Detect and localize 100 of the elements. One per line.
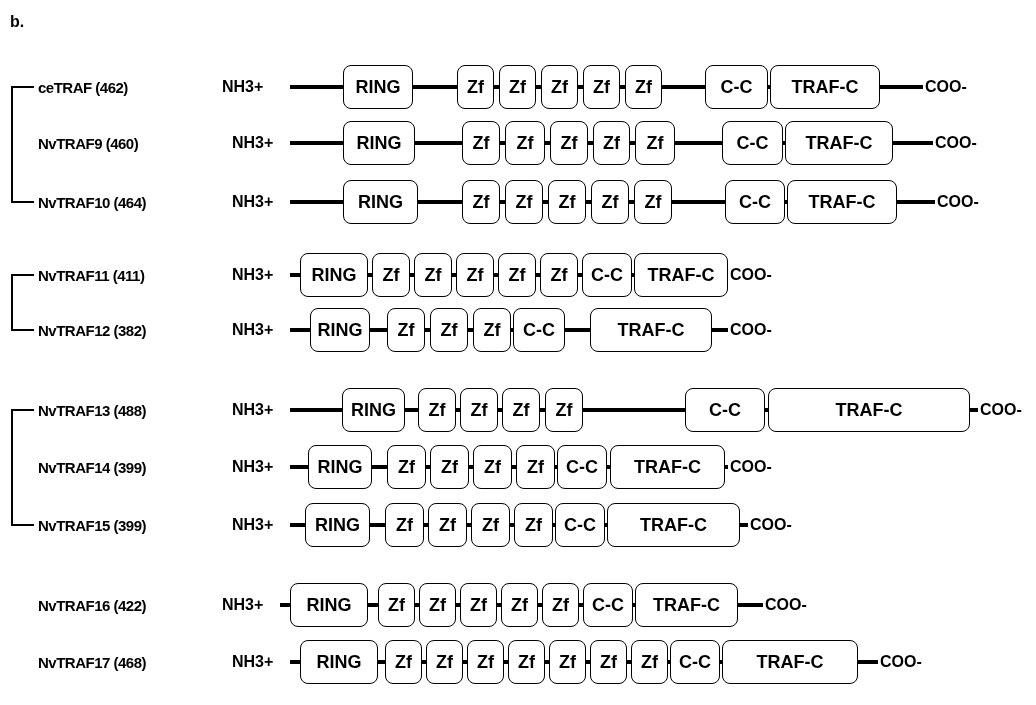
domain-box: Zf <box>542 583 579 627</box>
domain-box: Zf <box>387 445 426 489</box>
n-terminus-label: NH3+ <box>222 597 264 613</box>
protein-name: NvTRAF12 (382) <box>38 322 147 338</box>
domain-box: C-C <box>582 253 632 297</box>
n-terminus-label: NH3+ <box>222 79 264 95</box>
domain-box: Zf <box>419 583 456 627</box>
domain-box: C-C <box>583 583 633 627</box>
domain-box: Zf <box>460 583 497 627</box>
domain-box: Zf <box>471 503 510 547</box>
domain-box: Zf <box>473 445 512 489</box>
n-terminus-label: NH3+ <box>232 194 274 210</box>
domain-box: RING <box>308 445 372 489</box>
c-terminus-label: COO- <box>937 194 979 210</box>
domain-box: Zf <box>635 121 675 165</box>
domain-box: Zf <box>430 308 468 352</box>
c-terminus-label: COO- <box>765 597 807 613</box>
protein-name: NvTRAF17 (468) <box>38 654 147 670</box>
c-terminus-label: COO- <box>880 654 922 670</box>
domain-box: TRAF-C <box>634 253 728 297</box>
domain-box: Zf <box>498 253 536 297</box>
domain-box: C-C <box>670 640 720 684</box>
domain-box: Zf <box>473 308 511 352</box>
domain-box: Zf <box>501 583 538 627</box>
domain-box: Zf <box>550 121 588 165</box>
domain-box: RING <box>343 65 413 109</box>
domain-box: Zf <box>372 253 410 297</box>
domain-box: Zf <box>460 388 498 432</box>
domain-box: RING <box>305 503 370 547</box>
domain-box: TRAF-C <box>610 445 725 489</box>
c-terminus-label: COO- <box>750 517 792 533</box>
c-terminus-label: COO- <box>730 322 772 338</box>
domain-box: TRAF-C <box>768 388 970 432</box>
n-terminus-label: NH3+ <box>232 654 274 670</box>
domain-box: Zf <box>505 180 543 224</box>
domain-box: C-C <box>725 180 785 224</box>
protein-name: NvTRAF13 (488) <box>38 402 147 418</box>
c-terminus-label: COO- <box>935 135 977 151</box>
domain-box: Zf <box>467 640 504 684</box>
domain-box: Zf <box>457 65 494 109</box>
domain-box: Zf <box>462 121 500 165</box>
domain-box: RING <box>343 121 415 165</box>
domain-box: Zf <box>505 121 545 165</box>
domain-box: Zf <box>502 388 540 432</box>
domain-box: Zf <box>631 640 668 684</box>
domain-box: TRAF-C <box>635 583 738 627</box>
panel-letter: b. <box>10 14 25 30</box>
protein-name: NvTRAF14 (399) <box>38 459 147 475</box>
domain-box: Zf <box>541 65 578 109</box>
domain-box: C-C <box>722 121 783 165</box>
domain-box: Zf <box>385 640 422 684</box>
domain-box: Zf <box>545 388 583 432</box>
domain-box: Zf <box>456 253 494 297</box>
domain-box: Zf <box>385 503 424 547</box>
n-terminus-label: NH3+ <box>232 322 274 338</box>
domain-box: Zf <box>514 503 553 547</box>
domain-box: Zf <box>590 640 627 684</box>
domain-box: Zf <box>378 583 415 627</box>
domain-box: TRAF-C <box>590 308 712 352</box>
domain-box: TRAF-C <box>722 640 858 684</box>
domain-box: RING <box>342 388 405 432</box>
domain-box: TRAF-C <box>785 121 893 165</box>
domain-box: RING <box>300 640 378 684</box>
domain-box: RING <box>290 583 368 627</box>
domain-box: C-C <box>557 445 607 489</box>
domain-box: Zf <box>549 640 586 684</box>
protein-name: ceTRAF (462) <box>38 79 128 95</box>
n-terminus-label: NH3+ <box>232 459 274 475</box>
domain-box: Zf <box>428 503 467 547</box>
domain-box: TRAF-C <box>787 180 897 224</box>
domain-box: Zf <box>540 253 578 297</box>
domain-box: Zf <box>583 65 620 109</box>
n-terminus-label: NH3+ <box>232 517 274 533</box>
domain-box: C-C <box>685 388 765 432</box>
domain-box: Zf <box>426 640 463 684</box>
domain-box: Zf <box>548 180 586 224</box>
domain-box: Zf <box>625 65 662 109</box>
domain-box: Zf <box>634 180 672 224</box>
domain-box: Zf <box>418 388 456 432</box>
domain-box: C-C <box>705 65 768 109</box>
domain-box: Zf <box>414 253 452 297</box>
c-terminus-label: COO- <box>980 402 1022 418</box>
protein-name: NvTRAF9 (460) <box>38 135 139 151</box>
protein-name: NvTRAF11 (411) <box>38 267 145 283</box>
c-terminus-label: COO- <box>730 459 772 475</box>
domain-box: Zf <box>508 640 545 684</box>
n-terminus-label: NH3+ <box>232 135 274 151</box>
n-terminus-label: NH3+ <box>232 267 274 283</box>
protein-name: NvTRAF10 (464) <box>38 194 147 210</box>
domain-box: RING <box>310 308 370 352</box>
domain-box: Zf <box>516 445 555 489</box>
domain-box: RING <box>300 253 368 297</box>
domain-box: Zf <box>593 121 630 165</box>
domain-box: Zf <box>387 308 425 352</box>
domain-box: RING <box>343 180 418 224</box>
n-terminus-label: NH3+ <box>232 402 274 418</box>
protein-name: NvTRAF15 (399) <box>38 517 147 533</box>
c-terminus-label: COO- <box>925 79 967 95</box>
domain-box: TRAF-C <box>607 503 740 547</box>
domain-box: Zf <box>499 65 536 109</box>
